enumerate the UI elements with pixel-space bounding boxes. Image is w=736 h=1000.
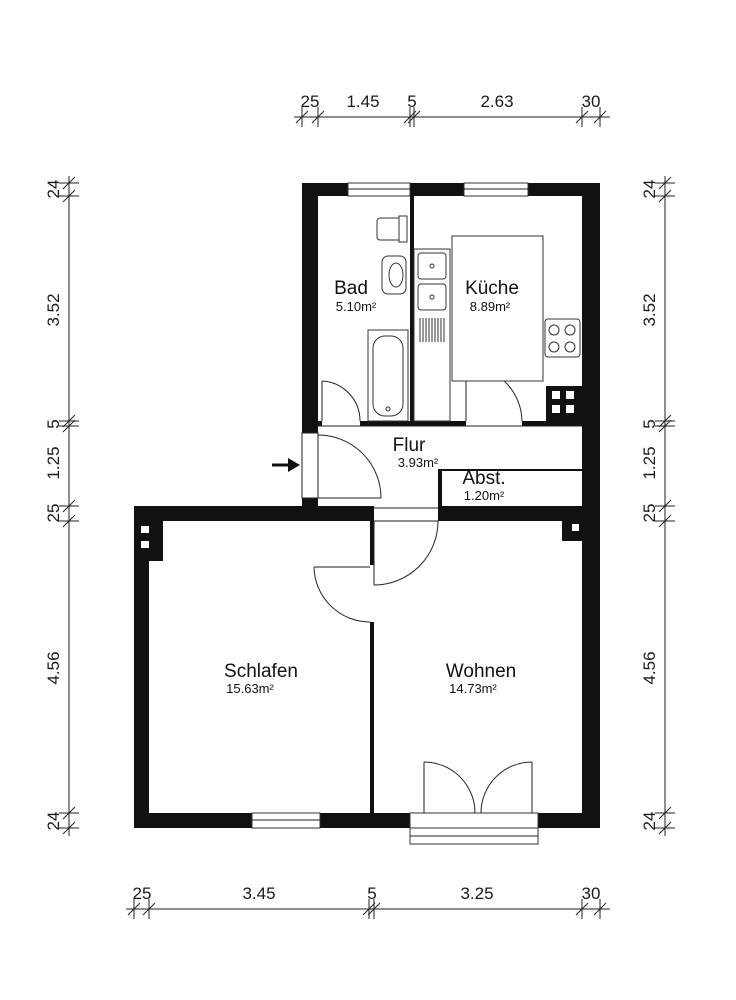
room-area-bad: 5.10m² <box>336 299 377 314</box>
windows <box>251 182 539 845</box>
top-dim-1: 25 <box>301 92 320 111</box>
right-dim-6: 4.56 <box>640 651 659 684</box>
left-dim-5: 25 <box>44 504 63 523</box>
room-name-wohnen: Wohnen <box>446 661 516 682</box>
walls <box>134 183 600 828</box>
shaft-symbols <box>141 386 582 561</box>
left-dim-1: 24 <box>44 180 63 199</box>
room-area-abst: 1.20m² <box>464 488 505 503</box>
top-dim-5: 30 <box>582 92 601 111</box>
toilet-icon <box>376 215 408 243</box>
left-dim-4: 1.25 <box>44 446 63 479</box>
top-dimension-chain: 25 1.45 5 2.63 30 <box>294 92 610 127</box>
stove-icon <box>544 318 581 358</box>
top-dim-4: 2.63 <box>480 92 513 111</box>
room-name-kueche: Küche <box>465 278 519 299</box>
bottom-dim-5: 30 <box>582 884 601 903</box>
right-dimension-chain: 24 3.52 5 1.25 25 4.56 24 <box>640 176 675 836</box>
left-dim-2: 3.52 <box>44 293 63 326</box>
right-dim-3: 5 <box>640 419 659 428</box>
left-dim-7: 24 <box>44 812 63 831</box>
room-area-kueche: 8.89m² <box>470 299 511 314</box>
room-area-schlafen: 15.63m² <box>226 681 274 696</box>
room-name-schlafen: Schlafen <box>224 661 298 682</box>
right-dim-5: 25 <box>640 504 659 523</box>
left-dimension-chain: 24 3.52 5 1.25 25 4.56 24 <box>44 176 79 836</box>
sink-icon <box>417 252 447 342</box>
right-dim-2: 3.52 <box>640 293 659 326</box>
doors <box>301 365 533 814</box>
right-dim-1: 24 <box>640 180 659 199</box>
bottom-dim-3: 5 <box>367 884 376 903</box>
room-area-wohnen: 14.73m² <box>449 681 497 696</box>
bottom-dimension-chain: 25 3.45 5 3.25 30 <box>126 884 610 919</box>
bottom-dim-2: 3.45 <box>242 884 275 903</box>
top-dim-3: 5 <box>407 92 416 111</box>
entrance-arrow-icon <box>272 458 300 472</box>
right-dim-7: 24 <box>640 812 659 831</box>
left-dim-3: 5 <box>44 419 63 428</box>
room-name-abst: Abst. <box>462 468 505 489</box>
right-dim-4: 1.25 <box>640 446 659 479</box>
room-name-bad: Bad <box>334 278 368 299</box>
bottom-dim-1: 25 <box>133 884 152 903</box>
top-dim-2: 1.45 <box>346 92 379 111</box>
room-name-flur: Flur <box>393 435 426 456</box>
left-dim-6: 4.56 <box>44 651 63 684</box>
bottom-dim-4: 3.25 <box>460 884 493 903</box>
room-area-flur: 3.93m² <box>398 455 439 470</box>
bathtub-icon <box>367 329 409 422</box>
washbasin-icon <box>381 255 407 295</box>
